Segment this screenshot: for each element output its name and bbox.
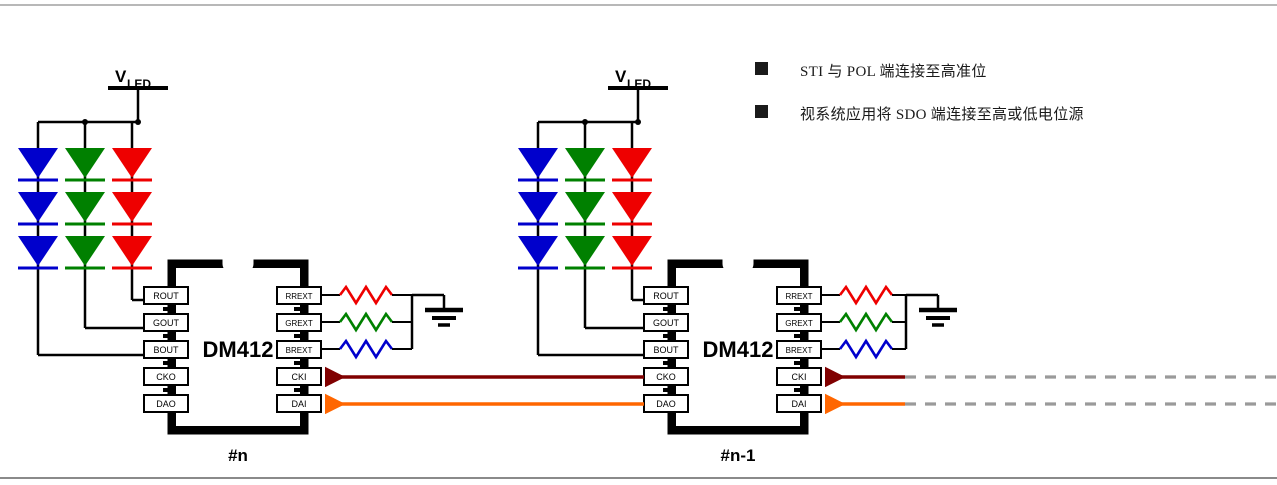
chip-pins-left-n: ROUT GOUT BOUT CKO DAO bbox=[143, 286, 189, 413]
unit-n-minus-1: DM412 ROUT GOUT BOUT CKO DAO RRE bbox=[518, 67, 957, 465]
unit-n: DM412 ROUT GOUT BOUT CKO DAO bbox=[18, 67, 463, 465]
pin-label-brext-n: BREXT bbox=[286, 346, 313, 355]
led-column-red-n bbox=[112, 122, 152, 302]
supply-label-n: V LED bbox=[115, 67, 151, 91]
pin-label-bout-n1: BOUT bbox=[653, 345, 679, 355]
pin-label-cki-n1: CKI bbox=[791, 372, 806, 382]
pin-label-cko-n1: CKO bbox=[656, 372, 676, 382]
pin-label-dao-n1: DAO bbox=[656, 399, 676, 409]
supply-rail-n1 bbox=[538, 86, 668, 125]
svg-text:V: V bbox=[615, 67, 627, 86]
chip-pins-left-n1: ROUT GOUT BOUT CKO DAO bbox=[643, 286, 689, 413]
chip-part-number-2: DM412 bbox=[703, 337, 774, 362]
legend-item-1-text: 视系统应用将 SDO 端连接至高或低电位源 bbox=[800, 107, 1084, 123]
led-column-green-n1 bbox=[565, 122, 644, 330]
chip-pins-right-n: RREXT GREXT BREXT CKI DAI bbox=[276, 286, 322, 413]
pin-label-grext-n: GREXT bbox=[285, 319, 313, 328]
legend-item-0-text: STI 与 POL 端连接至高准位 bbox=[800, 64, 987, 80]
pin-label-cki-n: CKI bbox=[291, 372, 306, 382]
supply-label-n1: V LED bbox=[615, 67, 651, 91]
pin-label-rrext-n1: RREXT bbox=[785, 292, 812, 301]
chip-designator-n: #n bbox=[228, 446, 248, 465]
led-column-green-n bbox=[65, 122, 144, 330]
pin-label-gout-n: GOUT bbox=[153, 318, 180, 328]
svg-text:V: V bbox=[115, 67, 127, 86]
pin-label-cko-n: CKO bbox=[156, 372, 176, 382]
legend-bullet-0-icon bbox=[755, 62, 768, 75]
pin-label-rrext-n: RREXT bbox=[285, 292, 312, 301]
led-column-blue-n1 bbox=[518, 122, 644, 357]
svg-text:LED: LED bbox=[127, 77, 151, 91]
supply-rail-n bbox=[38, 86, 168, 125]
pin-label-grext-n1: GREXT bbox=[785, 319, 813, 328]
legend-bullets bbox=[755, 62, 768, 118]
pin-label-brext-n1: BREXT bbox=[786, 346, 813, 355]
svg-text:LED: LED bbox=[627, 77, 651, 91]
pin-label-rout-n: ROUT bbox=[153, 291, 179, 301]
pin-label-dao-n: DAO bbox=[156, 399, 176, 409]
pin-label-rout-n1: ROUT bbox=[653, 291, 679, 301]
chip-designator-n1: #n-1 bbox=[721, 446, 756, 465]
led-column-red-n1 bbox=[612, 122, 652, 302]
led-column-blue-n bbox=[18, 122, 144, 357]
pin-label-bout-n: BOUT bbox=[153, 345, 179, 355]
chip-pins-right-n1: RREXT GREXT BREXT CKI DAI bbox=[776, 286, 822, 413]
legend-bullet-1-icon bbox=[755, 105, 768, 118]
pin-label-dai-n1: DAI bbox=[791, 399, 806, 409]
chip-part-number: DM412 bbox=[203, 337, 274, 362]
pin-label-dai-n: DAI bbox=[291, 399, 306, 409]
resistor-network-n bbox=[321, 284, 463, 360]
resistor-network-n1 bbox=[821, 284, 957, 360]
pin-label-gout-n1: GOUT bbox=[653, 318, 680, 328]
